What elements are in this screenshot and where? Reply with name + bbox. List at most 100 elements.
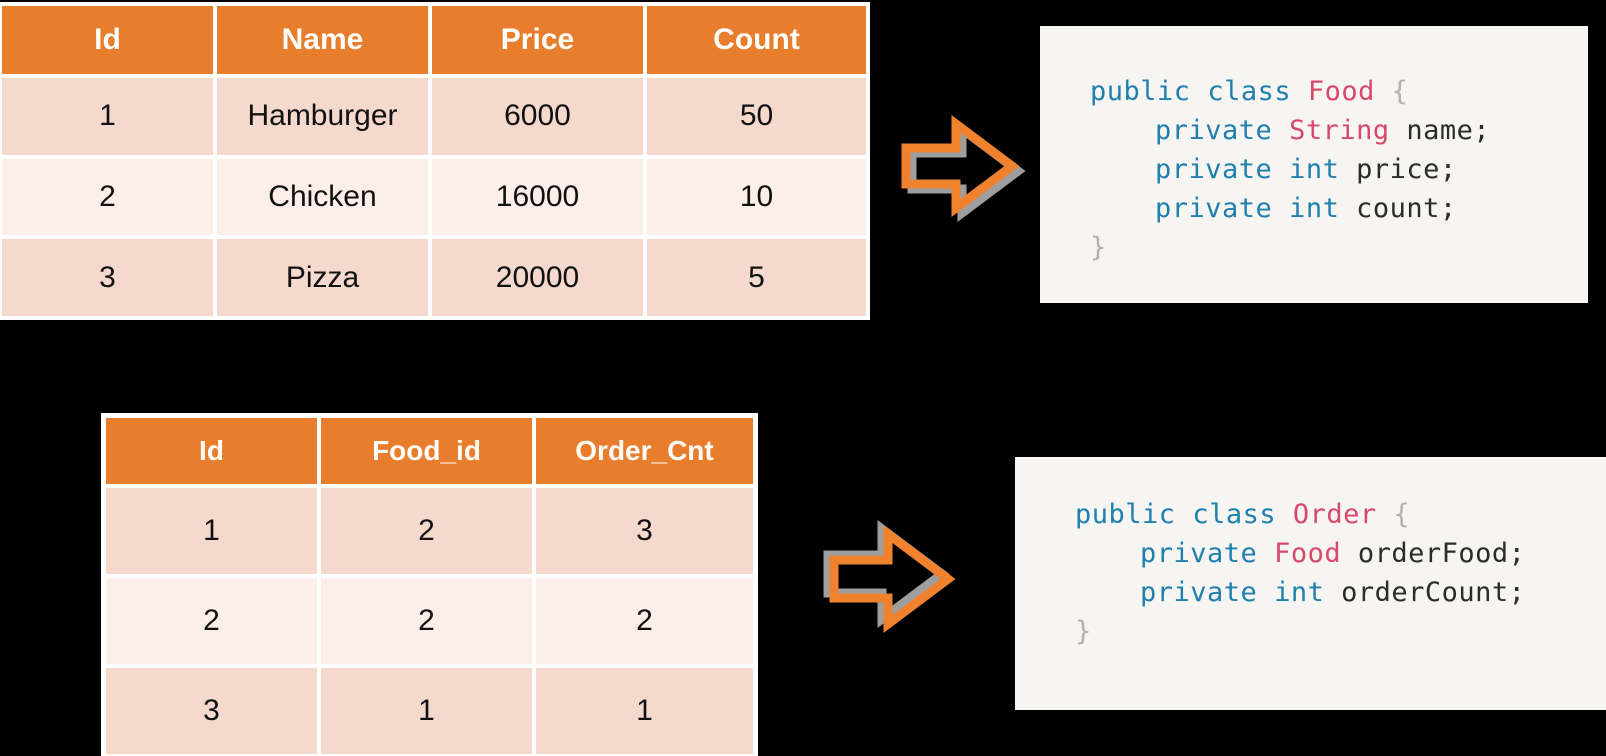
code-line: public class Food { <box>1090 72 1490 111</box>
code-line: private int orderCount; <box>1075 573 1525 612</box>
table-row: 1 Hamburger 6000 50 <box>0 76 868 157</box>
food-cell-price: 6000 <box>430 76 645 157</box>
food-cell-name: Chicken <box>215 156 430 238</box>
arrow-outline <box>829 525 956 633</box>
code-token: name; <box>1406 115 1491 146</box>
order-class-code: public class Order {private Food orderFo… <box>1075 495 1525 651</box>
order-cell-order-cnt: 3 <box>534 486 755 576</box>
food-cell-id: 3 <box>0 237 215 318</box>
arrow-shadow <box>907 120 1026 222</box>
order-cell-order-cnt: 2 <box>534 576 755 666</box>
code-token <box>1272 115 1289 146</box>
arrow-right-icon <box>823 520 956 633</box>
code-token <box>1291 76 1308 107</box>
food-cell-id: 2 <box>0 156 215 238</box>
code-token: private <box>1155 115 1273 146</box>
food-cell-price: 20000 <box>430 237 645 318</box>
code-line: private int price; <box>1090 150 1490 189</box>
code-token <box>1191 76 1208 107</box>
order-table-col-id: Id <box>104 416 319 486</box>
code-line: private int count; <box>1090 189 1490 228</box>
code-token <box>1390 115 1407 146</box>
code-token: count; <box>1356 193 1457 224</box>
code-token: private <box>1155 193 1273 224</box>
food-table: Id Name Price Count 1 Hamburger 6000 50 … <box>0 2 870 320</box>
table-row: 3 Pizza 20000 5 <box>0 237 868 318</box>
code-token <box>1341 538 1358 569</box>
code-token: price; <box>1356 154 1457 185</box>
code-token <box>1257 538 1274 569</box>
food-class-code-panel: public class Food {private String name;p… <box>1040 26 1588 303</box>
order-cell-id: 1 <box>104 486 319 576</box>
code-token: int <box>1289 154 1340 185</box>
code-line: public class Order { <box>1075 495 1525 534</box>
code-token <box>1339 193 1356 224</box>
order-class-code-panel: public class Order {private Food orderFo… <box>1015 457 1606 710</box>
arrow-right-icon <box>898 115 1026 222</box>
food-cell-id: 1 <box>0 76 215 157</box>
food-table-col-name: Name <box>215 4 430 76</box>
order-cell-id: 3 <box>104 666 319 756</box>
table-row: 2 Chicken 16000 10 <box>0 156 868 238</box>
code-token: public <box>1075 499 1176 530</box>
code-token <box>1339 154 1356 185</box>
order-table: Id Food_id Order_Cnt 1 2 3 2 2 2 3 1 1 <box>101 413 758 756</box>
code-token: class <box>1207 76 1292 107</box>
food-table-col-price: Price <box>430 4 645 76</box>
code-token <box>1272 154 1289 185</box>
code-token: Food <box>1274 538 1342 569</box>
code-token: String <box>1289 115 1390 146</box>
code-token: int <box>1274 577 1325 608</box>
table-row: 1 2 3 <box>104 486 755 576</box>
code-line: private String name; <box>1090 111 1490 150</box>
food-cell-name: Hamburger <box>215 76 430 157</box>
table-row: 3 1 1 <box>104 666 755 756</box>
food-cell-name: Pizza <box>215 237 430 318</box>
code-token <box>1324 577 1341 608</box>
code-token: private <box>1140 538 1258 569</box>
order-cell-food-id: 2 <box>319 486 534 576</box>
code-token: public <box>1090 76 1191 107</box>
order-cell-food-id: 2 <box>319 576 534 666</box>
code-token: { <box>1393 499 1411 530</box>
code-token: Food <box>1307 76 1375 107</box>
code-token: private <box>1140 577 1258 608</box>
code-token <box>1257 577 1274 608</box>
code-token: class <box>1192 499 1277 530</box>
food-cell-count: 50 <box>645 76 868 157</box>
order-table-col-order-cnt: Order_Cnt <box>534 416 755 486</box>
code-line: } <box>1075 612 1525 651</box>
order-cell-id: 2 <box>104 576 319 666</box>
food-table-col-count: Count <box>645 4 868 76</box>
code-token: int <box>1289 193 1340 224</box>
code-token: private <box>1155 154 1273 185</box>
code-token: Order <box>1292 499 1377 530</box>
food-cell-count: 10 <box>645 156 868 238</box>
code-line: private Food orderFood; <box>1075 534 1525 573</box>
food-cell-count: 5 <box>645 237 868 318</box>
code-token: orderCount; <box>1341 577 1526 608</box>
food-class-code: public class Food {private String name;p… <box>1090 72 1490 267</box>
order-cell-food-id: 1 <box>319 666 534 756</box>
code-token: } <box>1075 616 1092 647</box>
code-token <box>1276 499 1293 530</box>
order-table-header-row: Id Food_id Order_Cnt <box>104 416 755 486</box>
food-table-head: Id Name Price Count <box>0 4 868 76</box>
food-table-body: 1 Hamburger 6000 50 2 Chicken 16000 10 3… <box>0 76 868 318</box>
code-token <box>1375 76 1392 107</box>
code-token: orderFood; <box>1357 538 1526 569</box>
arrow-outline <box>901 115 1020 217</box>
table-row: 2 2 2 <box>104 576 755 666</box>
order-cell-order-cnt: 1 <box>534 666 755 756</box>
order-table-col-food-id: Food_id <box>319 416 534 486</box>
order-table-head: Id Food_id Order_Cnt <box>104 416 755 486</box>
code-token <box>1176 499 1193 530</box>
order-table-body: 1 2 3 2 2 2 3 1 1 <box>104 486 755 756</box>
code-line: } <box>1090 228 1490 267</box>
food-cell-price: 16000 <box>430 156 645 238</box>
food-table-col-id: Id <box>0 4 215 76</box>
code-token: { <box>1391 76 1409 107</box>
code-token: } <box>1090 232 1107 263</box>
code-token <box>1272 193 1289 224</box>
